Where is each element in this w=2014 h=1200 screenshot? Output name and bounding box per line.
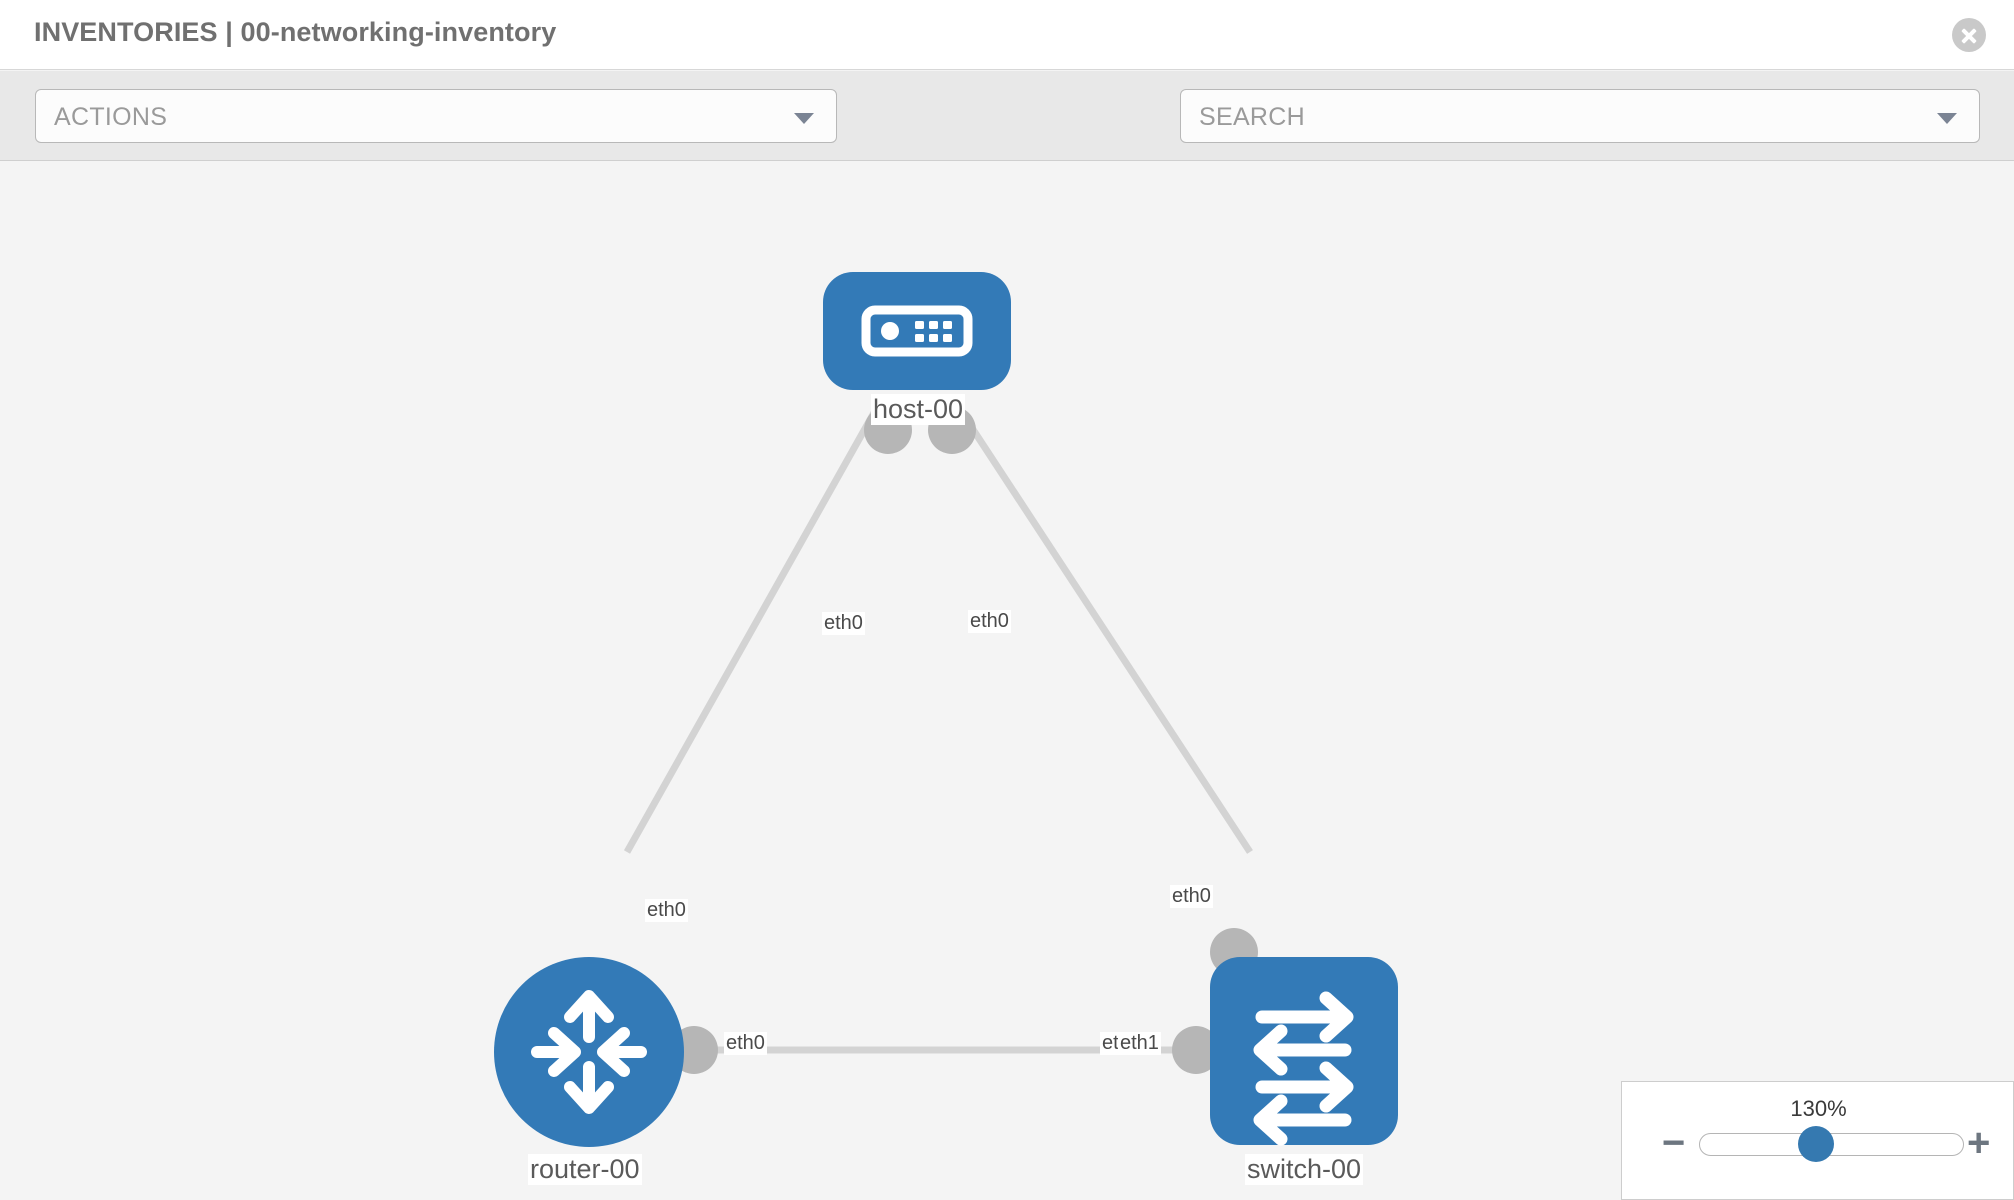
topology-canvas[interactable]: host-00 router-00 switch-00 eth0 eth0 et… [0,162,2014,1200]
node-switch-00 [1210,957,1398,1146]
node-router-00 [494,957,684,1147]
zoom-out-button[interactable]: − [1662,1121,1686,1165]
toolbar: ACTIONS SEARCH [0,71,2014,208]
if-label-host-right: eth0 [968,610,1011,633]
if-label-switch-left: eth1 [1118,1032,1161,1055]
if-label-switch-up: eth0 [1170,885,1213,908]
search-placeholder: SEARCH [1199,103,1305,131]
page-header: INVENTORIES | 00-networking-inventory [0,0,2014,70]
if-label-host-left: eth0 [822,612,865,635]
node-label-router-00: router-00 [528,1154,642,1185]
link-host-switch [952,400,1253,854]
search-input[interactable]: SEARCH [1180,89,1980,143]
node-host-00 [823,272,1011,390]
if-label-router-up: eth0 [645,899,688,922]
connector-dot [1172,1026,1220,1074]
zoom-in-button[interactable]: + [1967,1121,1991,1165]
actions-dropdown[interactable]: ACTIONS [35,89,837,143]
if-label-router-right: eth0 [724,1032,767,1055]
zoom-slider-thumb[interactable] [1798,1126,1834,1162]
node-label-switch-00: switch-00 [1245,1154,1364,1185]
actions-dropdown-label: ACTIONS [54,103,168,131]
zoom-level-value: 130% [1790,1096,1847,1121]
topology-graph [494,272,1398,1147]
page-title: INVENTORIES | 00-networking-inventory [34,17,557,47]
chevron-down-icon [794,113,814,124]
chevron-down-icon [1937,113,1957,124]
node-label-host-00: host-00 [871,394,966,425]
zoom-control-panel: 130% − + [1621,1081,2014,1200]
link-host-router [623,400,884,854]
close-icon[interactable] [1952,18,1986,52]
